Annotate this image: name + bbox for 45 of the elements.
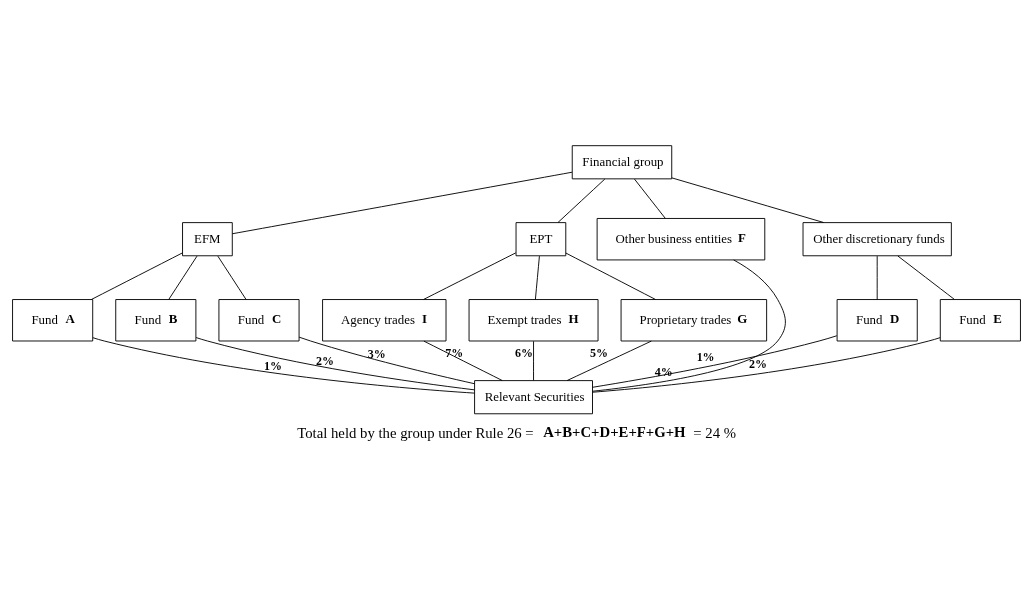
connector — [423, 252, 517, 300]
node-box: Agency trades I — [322, 299, 447, 342]
node-box: Proprietary trades G — [620, 299, 768, 342]
node-box: Fund D — [836, 299, 918, 342]
connector — [897, 255, 955, 300]
node-box: Exempt trades H — [468, 299, 599, 342]
connector — [298, 336, 475, 385]
connector — [592, 335, 838, 388]
connector — [557, 178, 606, 223]
edge-label: 4% — [654, 364, 673, 379]
connector — [168, 255, 198, 300]
edge-label: 1% — [264, 358, 282, 373]
edge-label: 5% — [590, 345, 609, 360]
node-box: Relevant Securities — [474, 380, 593, 415]
node-box: Financial group — [571, 145, 673, 180]
edge-label: 3% — [367, 347, 386, 362]
connector — [423, 340, 503, 381]
connector — [671, 177, 824, 223]
node-box: EPT — [515, 222, 567, 257]
node-box: Fund C — [218, 299, 300, 342]
connector — [91, 252, 183, 300]
edge-label: 6% — [515, 345, 534, 360]
connector — [534, 255, 540, 300]
caption: Total held by the group under Rule 26 = A+B+C+D+E+F+G+H = 24 % — [297, 423, 737, 441]
node-box: Other business entities F — [596, 218, 766, 261]
connector — [634, 178, 666, 219]
node-box: Fund E — [939, 299, 1021, 342]
edge-label: 7% — [445, 345, 464, 360]
connector — [566, 340, 652, 381]
connector — [195, 337, 475, 391]
connector — [533, 340, 534, 381]
node-box: Other discretionary funds — [802, 222, 952, 257]
connector — [231, 171, 573, 235]
node-box: Fund B — [115, 299, 197, 342]
edge-label: 1% — [696, 349, 715, 364]
connector — [565, 252, 656, 300]
connector — [92, 337, 475, 394]
connector — [592, 337, 941, 393]
edge-label: 2% — [316, 353, 335, 368]
connector — [217, 255, 247, 300]
node-box: EFM — [182, 222, 233, 257]
connector — [592, 259, 786, 392]
connector — [876, 255, 878, 300]
edge-label: 2% — [749, 357, 768, 372]
node-box: Fund A — [12, 299, 94, 342]
